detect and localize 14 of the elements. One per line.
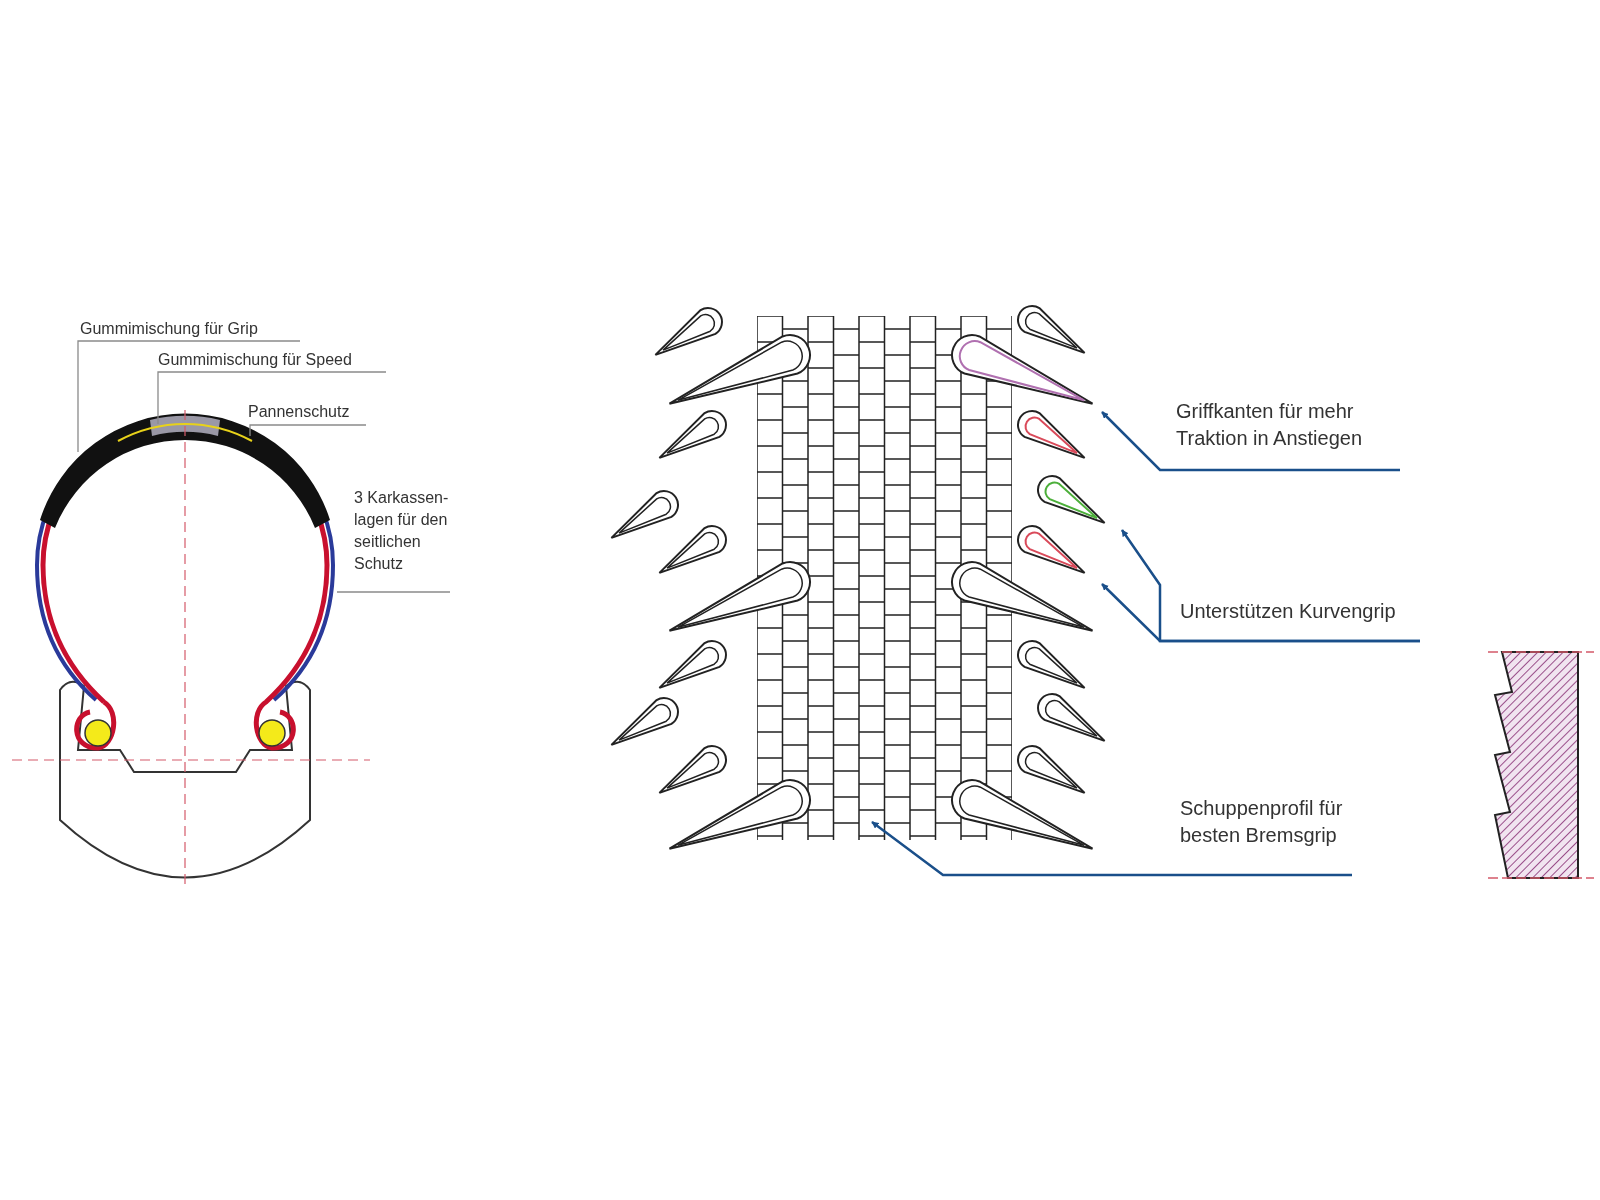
arrow xyxy=(1101,583,1420,643)
callout-label: Unterstützen Kurvengrip xyxy=(1180,599,1397,624)
callout-label: Griffkanten für mehr Traktion in Anstiegen xyxy=(1176,399,1364,451)
leader-line xyxy=(77,340,301,453)
leader-line xyxy=(336,591,451,593)
leader-line xyxy=(157,371,387,425)
callout-label: Gummimischung für Speed xyxy=(158,350,353,370)
arrow xyxy=(871,821,1352,877)
callout-label: Gummimischung für Grip xyxy=(80,319,259,339)
callout-label: 3 Karkassen- lagen für den seitlichen Schutz xyxy=(354,488,450,574)
callout-label: Pannenschutz xyxy=(248,402,351,422)
leader-line xyxy=(249,424,367,437)
arrow xyxy=(1101,411,1400,472)
callout-label: Schuppenprofil für besten Bremsgrip xyxy=(1180,796,1344,848)
